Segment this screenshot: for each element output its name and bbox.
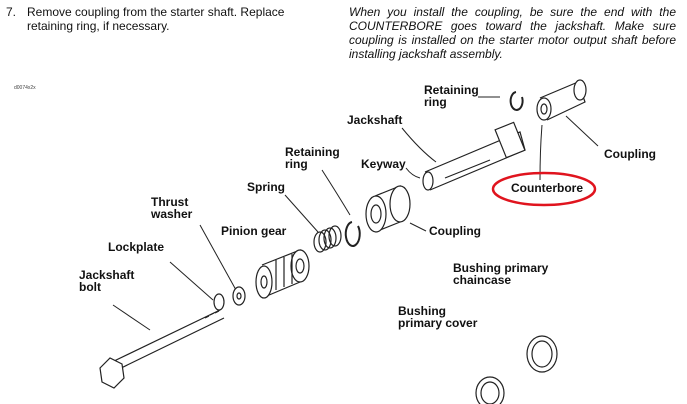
label-jackshaft: Jackshaft xyxy=(347,113,403,127)
lockplate xyxy=(213,293,225,311)
label-coupling-right: Coupling xyxy=(604,147,656,161)
pinion-gear xyxy=(255,249,310,299)
label-keyway: Keyway xyxy=(361,157,406,171)
retaining-ring-mid xyxy=(344,221,361,247)
label-thrust-washer: Thrust washer xyxy=(151,195,193,221)
label-bushing-chaincase: Bushing primary chaincase xyxy=(453,261,549,287)
coupling-right xyxy=(536,79,587,121)
retaining-ring-top xyxy=(509,91,524,111)
jackshaft xyxy=(422,121,526,191)
label-spring: Spring xyxy=(247,180,285,194)
step-text: Remove coupling from the starter shaft. … xyxy=(27,5,285,33)
install-note: When you install the coupling, be sure t… xyxy=(349,5,676,61)
label-retaining-ring-top: Retaining ring xyxy=(424,83,479,109)
step-number: 7. xyxy=(6,5,17,19)
label-bushing-cover: Bushing primary cover xyxy=(398,304,478,330)
thrust-washer xyxy=(232,286,246,306)
jackshaft-bolt xyxy=(99,309,225,389)
leader-lines xyxy=(112,96,599,331)
counterbore-highlight xyxy=(491,171,597,207)
label-coupling-mid: Coupling xyxy=(429,224,481,238)
label-pinion-gear: Pinion gear xyxy=(221,224,287,238)
label-retaining-ring-mid: Retaining ring xyxy=(285,145,340,171)
spring xyxy=(313,225,342,253)
coupling-mid xyxy=(365,185,411,233)
figure-code: d0074x2x xyxy=(14,85,36,91)
bushing-primary-cover xyxy=(475,376,505,404)
bushing-primary-chaincase xyxy=(526,335,558,373)
label-lockplate: Lockplate xyxy=(108,240,165,254)
label-jackshaft-bolt: Jackshaft bolt xyxy=(79,268,135,294)
label-counterbore: Counterbore xyxy=(511,181,583,195)
